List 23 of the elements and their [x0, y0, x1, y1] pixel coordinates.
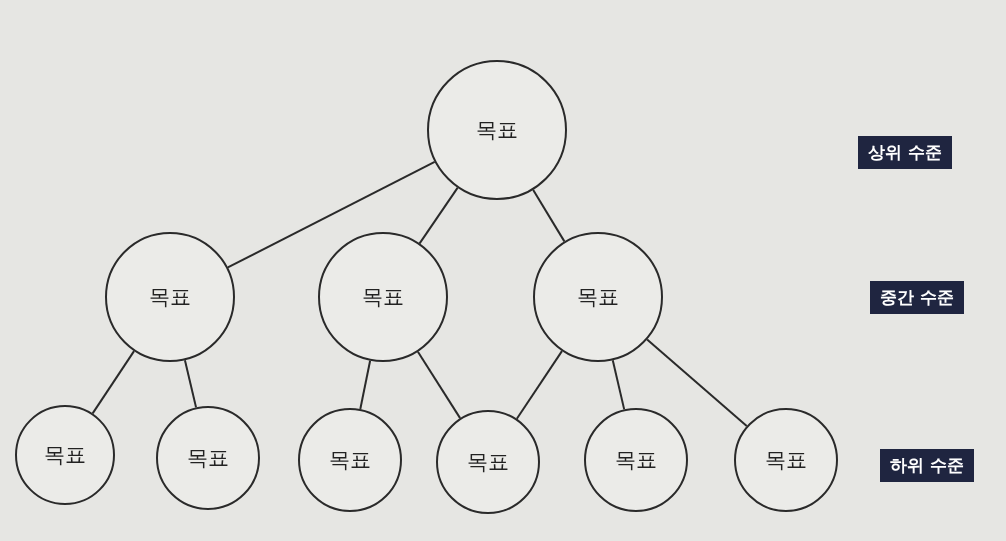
node-label: 목표: [476, 117, 518, 144]
node-label: 목표: [329, 447, 371, 474]
connector-line: [416, 350, 462, 420]
node-label: 목표: [44, 442, 86, 469]
node-label: 목표: [362, 284, 404, 311]
level-label: 상위 수준: [858, 136, 952, 169]
connector-line: [646, 338, 748, 427]
connector-line: [359, 359, 372, 411]
connector-line: [226, 160, 436, 269]
connector-line: [183, 359, 198, 409]
node-label: 목표: [765, 447, 807, 474]
connector-line: [611, 359, 626, 411]
connector-line: [532, 188, 566, 243]
connector-line: [91, 350, 135, 415]
node-label: 목표: [149, 284, 191, 311]
connector-line: [515, 350, 563, 420]
level-label: 중간 수준: [870, 281, 964, 314]
connector-line: [418, 186, 459, 245]
node-label: 목표: [187, 445, 229, 472]
node-label: 목표: [577, 284, 619, 311]
node-label: 목표: [615, 447, 657, 474]
node-label: 목표: [467, 449, 509, 476]
level-label: 하위 수준: [880, 449, 974, 482]
